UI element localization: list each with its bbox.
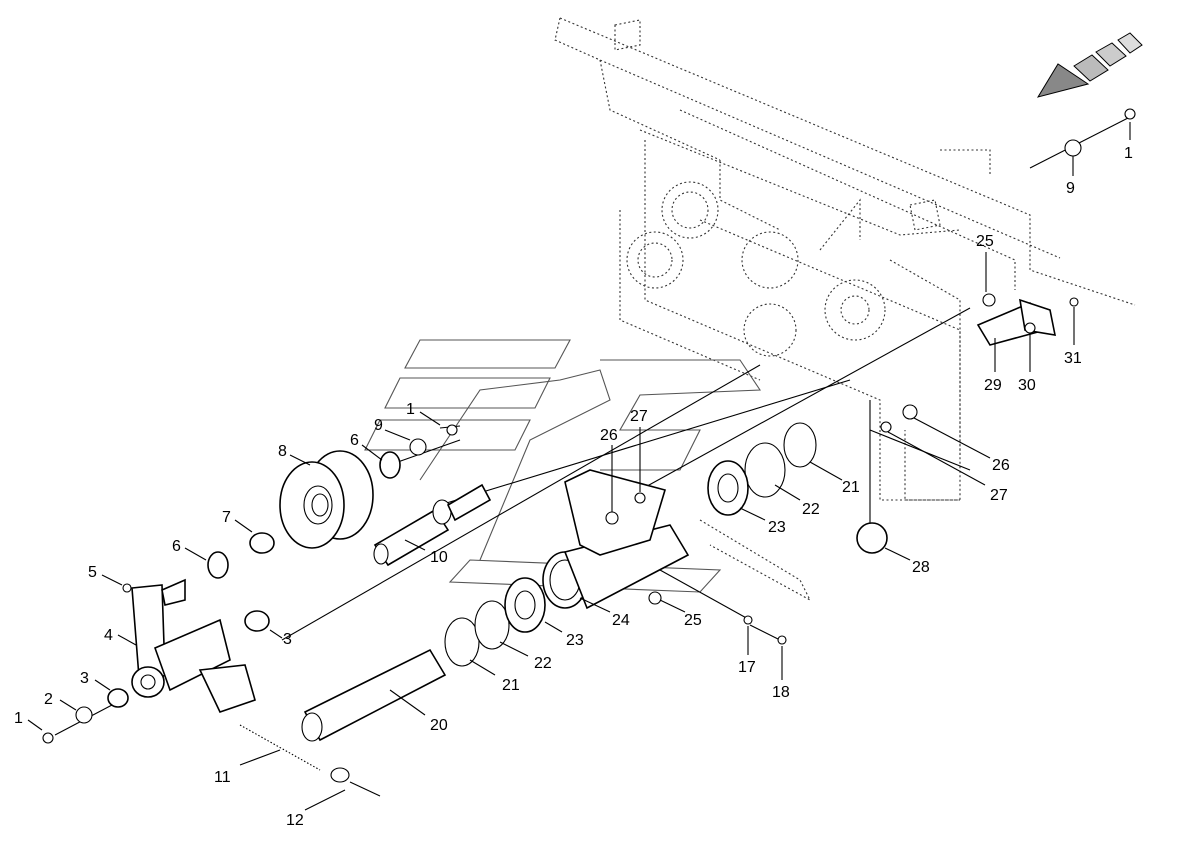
part-housing-24 [542,469,690,610]
callout-26-center: 26 [600,427,618,444]
callout-3-left: 3 [80,670,89,687]
callout-1-middle: 1 [406,401,415,418]
part-spring-11 [239,724,321,771]
callout-4: 4 [104,627,113,644]
callout-27-center: 27 [630,408,648,425]
callout-9-middle: 9 [374,417,383,434]
part-lever-4 [131,578,256,713]
callout-11: 11 [214,769,231,786]
callout-25-top-right: 25 [976,233,994,250]
callout-24: 24 [612,612,630,629]
callout-12: 12 [286,812,304,829]
callout-21-right: 21 [842,479,860,496]
callout-28: 28 [912,559,930,576]
callout-7: 7 [222,509,231,526]
axis-lines [54,117,1129,797]
part-pulley-8 [279,450,374,549]
callout-2: 2 [44,691,53,708]
callout-8: 8 [278,443,287,460]
callout-29: 29 [984,377,1002,394]
callout-21-left: 21 [502,677,520,694]
callout-27-right: 27 [990,487,1008,504]
callout-23-left: 23 [566,632,584,649]
callout-23-right: 23 [768,519,786,536]
callout-26-right: 26 [992,457,1010,474]
callout-20: 20 [430,717,448,734]
part-shaft-20 [301,648,447,742]
callout-30: 30 [1018,377,1036,394]
callout-5: 5 [88,564,97,581]
callout-10: 10 [430,549,448,566]
callout-1-left: 1 [14,710,23,727]
callout-31: 31 [1064,350,1082,367]
part-bushings [107,522,888,708]
callout-22-left: 22 [534,655,552,672]
callout-17: 17 [738,659,756,676]
callout-1-top-right: 1 [1124,145,1133,162]
callout-6-upper: 6 [350,432,359,449]
part-circlips [444,422,817,667]
leader-lines [27,122,1131,811]
callout-22-right: 22 [802,501,820,518]
part-shaft-10 [373,483,492,567]
callout-6-lower: 6 [172,538,181,555]
callout-25-center: 25 [684,612,702,629]
callout-9-top-right: 9 [1066,180,1075,197]
direction-arrow-icon [1036,32,1143,98]
part-bearings [207,451,749,633]
callout-18: 18 [772,684,790,701]
callout-labels: 1 9 25 29 30 31 26 27 21 22 23 24 25 17 … [14,145,1133,829]
part-eyebolt-12 [330,767,350,783]
part-pin-29 [976,298,1057,346]
callout-3-center: 3 [283,631,292,648]
